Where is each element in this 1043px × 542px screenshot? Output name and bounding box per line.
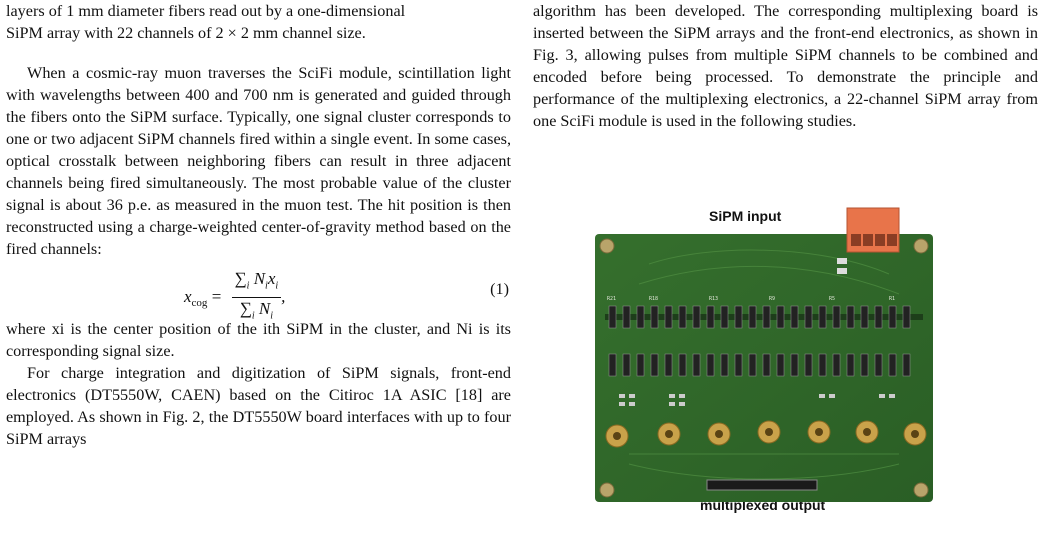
paragraph-muon-traversal: When a cosmic-ray muon traverses the Sci… [6,64,511,258]
sma-connectors [605,420,927,448]
figure-label-sipm-input: SiPM input [709,208,782,224]
paragraph-fiber-layers: layers of 1 mm diameter fibers read out … [6,2,406,42]
multiplexing-board-photo: R21 R18 R13 R9 R5 R1 [595,207,933,502]
equation-cog: xcog = ∑i Nixi ∑i Ni , (1) [184,269,509,322]
svg-text:R13: R13 [709,296,718,302]
svg-text:R5: R5 [829,296,835,302]
svg-text:R1: R1 [889,296,895,302]
equation-number: (1) [490,280,509,298]
paragraph-where: where xi is the center position of the i… [6,320,511,360]
sipm-input-connector [846,207,900,253]
svg-text:R21: R21 [607,296,616,302]
multiplexed-output-connector [706,479,818,491]
paragraph-multiplexing: algorithm has been developed. The corres… [533,2,1038,130]
paragraph-charge-integration: For charge integration and digitization … [6,364,511,448]
svg-text:R9: R9 [769,296,775,302]
svg-text:R18: R18 [649,296,658,302]
left-column: layers of 1 mm diameter fibers read out … [6,0,511,450]
right-column: algorithm has been developed. The corres… [533,0,1038,132]
